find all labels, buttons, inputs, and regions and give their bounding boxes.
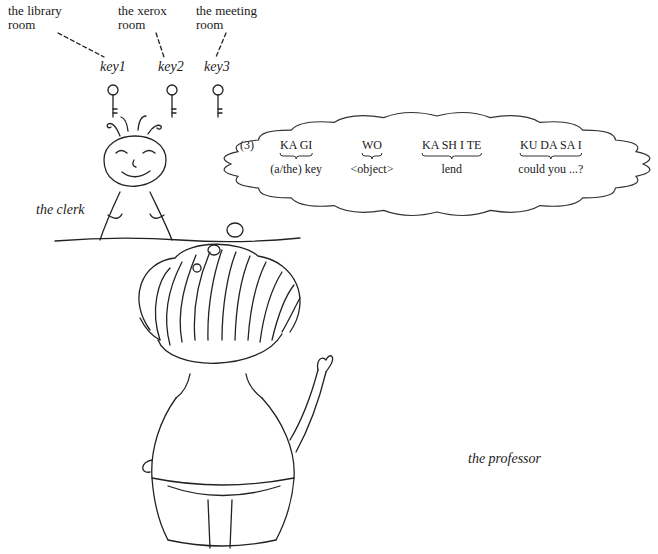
leader-line xyxy=(156,33,164,57)
leader-line xyxy=(216,33,226,57)
romaji-word: WO xyxy=(362,138,382,152)
leader-line xyxy=(58,33,104,57)
key-icon xyxy=(108,85,118,117)
thought-bubble-dot xyxy=(193,264,201,272)
room-label: the xerox room xyxy=(118,4,180,32)
gloss-text: (a/the) key xyxy=(270,162,322,176)
romaji-word: KU DA SA I xyxy=(520,138,582,152)
thought-bubble-dot xyxy=(227,223,243,237)
room-label: the library room xyxy=(8,4,80,32)
key-label: key1 xyxy=(100,60,126,74)
thought-cloud: (3) KA GI (a/the) key WO <object> KA SH I TE l… xyxy=(222,108,652,220)
key-label: key2 xyxy=(158,60,184,74)
brace xyxy=(520,153,582,159)
key-label: key3 xyxy=(204,60,230,74)
callout-number: (3) xyxy=(240,138,254,152)
key-icon xyxy=(167,85,177,117)
figure-label: the clerk xyxy=(36,203,85,217)
gloss-text: could you ...? xyxy=(518,162,583,176)
gloss-text: lend xyxy=(441,162,462,176)
brace xyxy=(362,153,382,159)
gloss-text: <object> xyxy=(351,162,394,176)
cloud-path xyxy=(224,113,650,216)
romaji-word: KA GI xyxy=(280,138,312,152)
brace xyxy=(280,153,312,159)
key-icon xyxy=(213,85,223,117)
room-label: the meeting room xyxy=(196,4,268,32)
figure-label: the professor xyxy=(468,452,541,466)
brace xyxy=(422,153,481,159)
desk-line xyxy=(55,238,300,242)
romaji-word: KA SH I TE xyxy=(422,138,481,152)
professor-figure xyxy=(139,244,333,548)
